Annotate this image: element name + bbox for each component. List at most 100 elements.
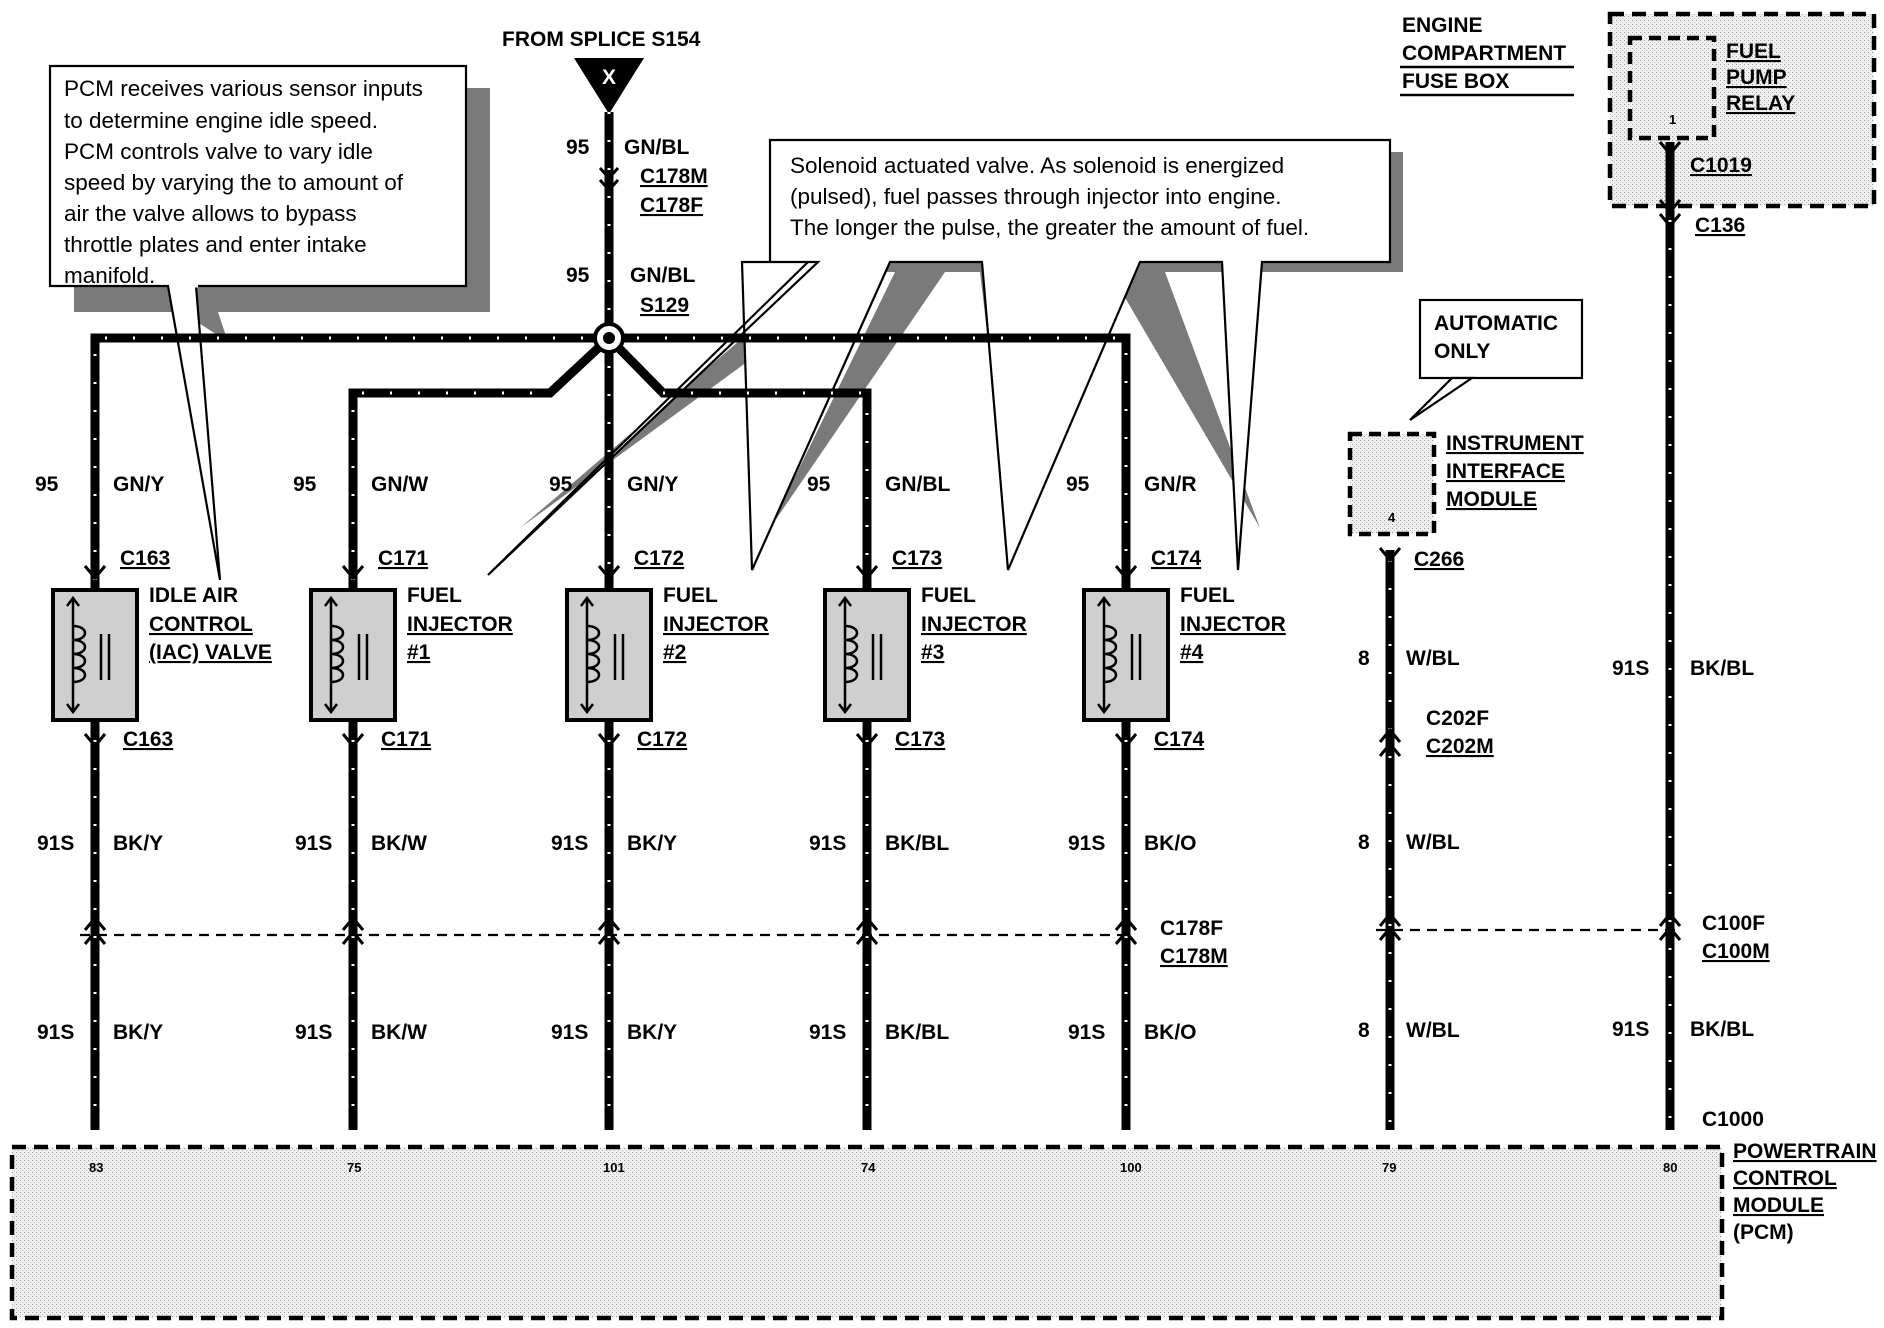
svg-text:PCM controls valve to vary idl: PCM controls valve to vary idle bbox=[64, 139, 373, 164]
c178-lower-label: C178F C178M bbox=[1160, 917, 1228, 968]
svg-text:95: 95 bbox=[566, 136, 590, 159]
svg-text:The longer the pulse, the grea: The longer the pulse, the greater the am… bbox=[790, 215, 1309, 240]
svg-text:C100F: C100F bbox=[1702, 912, 1765, 935]
svg-text:speed by varying the to amount: speed by varying the to amount of bbox=[64, 170, 404, 195]
connector-bottom: C163 bbox=[123, 728, 173, 751]
mid-circuit: 91S bbox=[551, 832, 588, 855]
top-circuit: 95 bbox=[549, 473, 573, 496]
connector-bottom: C173 bbox=[895, 728, 945, 751]
mid-color: BK/O bbox=[1144, 832, 1197, 855]
top-color: GN/R bbox=[1144, 473, 1197, 496]
mid-color: BK/Y bbox=[627, 832, 677, 855]
c202-label: C202F C202M bbox=[1426, 707, 1494, 758]
c136-label: C136 bbox=[1695, 214, 1745, 237]
svg-text:79: 79 bbox=[1382, 1160, 1396, 1175]
svg-text:W/BL: W/BL bbox=[1406, 1019, 1460, 1042]
top-circuit: 95 bbox=[293, 473, 317, 496]
low-circuit: 91S bbox=[295, 1021, 332, 1044]
connector-top: C163 bbox=[120, 547, 170, 570]
mid-color: BK/W bbox=[371, 832, 427, 855]
svg-text:PUMP: PUMP bbox=[1726, 66, 1787, 89]
svg-text:Solenoid actuated valve. As so: Solenoid actuated valve. As solenoid is … bbox=[790, 153, 1284, 178]
top-color: GN/W bbox=[371, 473, 428, 496]
mid-color: BK/Y bbox=[113, 832, 163, 855]
svg-text:8: 8 bbox=[1358, 1019, 1370, 1042]
pcm-label: POWERTRAIN CONTROL MODULE (PCM) bbox=[1733, 1140, 1877, 1244]
top-color: GN/Y bbox=[627, 473, 678, 496]
svg-text:S129: S129 bbox=[640, 294, 689, 317]
svg-text:FUEL: FUEL bbox=[1726, 40, 1781, 63]
mid-circuit: 91S bbox=[1068, 832, 1105, 855]
solenoid-note-text: Solenoid actuated valve. As solenoid is … bbox=[790, 153, 1309, 240]
connector-bottom: C172 bbox=[637, 728, 687, 751]
component-name-3: #3 bbox=[921, 641, 944, 664]
low-color: BK/W bbox=[371, 1021, 427, 1044]
svg-text:air the valve allows to bypass: air the valve allows to bypass bbox=[64, 201, 357, 226]
svg-text:(PCM): (PCM) bbox=[1733, 1221, 1794, 1244]
svg-text:(pulsed), fuel passes through: (pulsed), fuel passes through injector i… bbox=[790, 184, 1282, 209]
svg-text:to determine engine idle speed: to determine engine idle speed. bbox=[64, 108, 378, 133]
svg-text:W/BL: W/BL bbox=[1406, 647, 1460, 670]
component-5 bbox=[1082, 588, 1170, 722]
component-name-2: INJECTOR bbox=[663, 613, 769, 636]
connector-top: C174 bbox=[1151, 547, 1202, 570]
connector-top: C172 bbox=[634, 547, 684, 570]
svg-text:BK/BL: BK/BL bbox=[1690, 1018, 1754, 1041]
svg-text:INTERFACE: INTERFACE bbox=[1446, 460, 1565, 483]
low-color: BK/O bbox=[1144, 1021, 1197, 1044]
c1019-label: C1019 bbox=[1690, 154, 1752, 177]
c1000-label: C1000 bbox=[1702, 1108, 1764, 1131]
mid-circuit: 91S bbox=[37, 832, 74, 855]
mid-color: BK/BL bbox=[885, 832, 949, 855]
solenoid-note-callout: Solenoid actuated valve. As solenoid is … bbox=[487, 138, 1403, 576]
top-color: GN/Y bbox=[113, 473, 164, 496]
component-name-2: INJECTOR bbox=[407, 613, 513, 636]
connector-bottom: C174 bbox=[1154, 728, 1205, 751]
svg-text:C202M: C202M bbox=[1426, 735, 1494, 758]
component-name-1: FUEL bbox=[921, 584, 976, 607]
splice-source-label: FROM SPLICE S154 bbox=[502, 28, 701, 51]
svg-text:RELAY: RELAY bbox=[1726, 92, 1795, 115]
component-1 bbox=[51, 588, 139, 722]
svg-text:PCM receives various sensor in: PCM receives various sensor inputs bbox=[64, 76, 423, 101]
component-name-3: #2 bbox=[663, 641, 686, 664]
svg-text:GN/BL: GN/BL bbox=[630, 264, 696, 287]
instrument-interface-module-label: INSTRUMENT INTERFACE MODULE bbox=[1446, 432, 1584, 511]
svg-text:INSTRUMENT: INSTRUMENT bbox=[1446, 432, 1584, 455]
svg-text:POWERTRAIN: POWERTRAIN bbox=[1733, 1140, 1877, 1163]
svg-text:ENGINE: ENGINE bbox=[1402, 14, 1483, 37]
pcm-box bbox=[9, 1144, 1725, 1321]
component-name-2: INJECTOR bbox=[921, 613, 1027, 636]
fuse-box-label: ENGINE COMPARTMENT FUSE BOX bbox=[1400, 14, 1574, 97]
pcm-note-callout: PCM receives various sensor inputs to de… bbox=[48, 64, 490, 581]
component-name-3: (IAC) VALVE bbox=[149, 641, 272, 664]
svg-text:throttle plates and enter inta: throttle plates and enter intake bbox=[64, 232, 367, 257]
instrument-interface-module bbox=[1347, 431, 1437, 537]
svg-text:MODULE: MODULE bbox=[1446, 488, 1537, 511]
svg-text:4: 4 bbox=[1388, 510, 1396, 525]
connector-bottom: C171 bbox=[381, 728, 432, 751]
component-name-1: IDLE AIR bbox=[149, 584, 238, 607]
svg-text:8: 8 bbox=[1358, 647, 1370, 670]
svg-text:C178M: C178M bbox=[640, 165, 708, 188]
c100-label: C100F C100M bbox=[1702, 912, 1770, 963]
connector-top: C171 bbox=[378, 547, 429, 570]
svg-text:AUTOMATIC: AUTOMATIC bbox=[1434, 312, 1558, 335]
splice-x-connector bbox=[574, 58, 644, 114]
pcm-pin: 83 bbox=[89, 1160, 103, 1175]
svg-text:GN/BL: GN/BL bbox=[624, 136, 690, 159]
svg-text:91S: 91S bbox=[1612, 1018, 1649, 1041]
automatic-only-callout: AUTOMATIC ONLY bbox=[1409, 298, 1584, 421]
svg-text:1: 1 bbox=[1669, 112, 1676, 127]
svg-text:W/BL: W/BL bbox=[1406, 831, 1460, 854]
component-3 bbox=[565, 588, 653, 722]
low-circuit: 91S bbox=[1068, 1021, 1105, 1044]
component-name-3: #1 bbox=[407, 641, 431, 664]
bus-injector1 bbox=[348, 334, 613, 580]
